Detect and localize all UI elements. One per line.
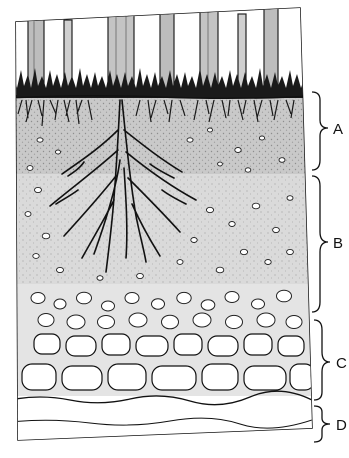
- brace-c: [314, 320, 330, 400]
- horizon-d-layer: [0, 396, 349, 458]
- brace-d: [314, 406, 330, 442]
- horizon-label-b: B: [333, 235, 343, 252]
- horizon-braces: [312, 92, 330, 442]
- horizon-label-d: D: [336, 417, 347, 434]
- horizon-label-c: C: [336, 355, 347, 372]
- horizon-a-layer: [0, 98, 349, 174]
- horizon-label-a: A: [333, 121, 343, 138]
- brace-a: [312, 92, 328, 170]
- horizon-b-layer: [0, 174, 349, 284]
- brace-b: [312, 176, 328, 312]
